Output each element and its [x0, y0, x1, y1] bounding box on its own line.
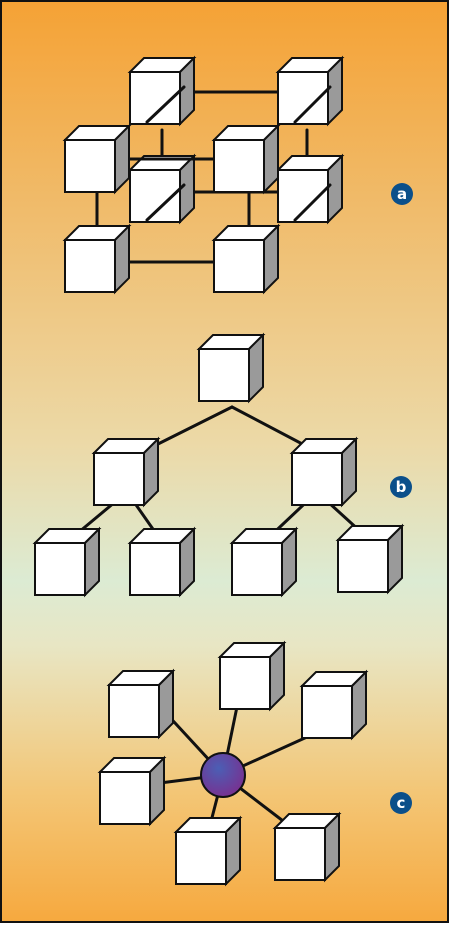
node-cube: [213, 125, 279, 193]
edge: [145, 85, 186, 124]
diagram-a-mesh: [64, 57, 343, 293]
node-cube: [129, 155, 195, 223]
label-a: a: [397, 185, 407, 203]
label-c: c: [397, 794, 406, 812]
label-c-badge: c: [390, 792, 412, 814]
node-cube: [93, 438, 159, 506]
node-cube: [34, 528, 100, 596]
edge: [293, 183, 332, 222]
edge: [293, 85, 332, 124]
label-a-badge: a: [391, 183, 413, 205]
node-cube: [277, 57, 343, 125]
node-cube: [337, 525, 403, 593]
diagram-c-star: [99, 642, 367, 885]
node-cube-root: [198, 334, 264, 402]
node-cube: [277, 155, 343, 223]
node-cube: [301, 671, 367, 739]
central-hub: [200, 752, 246, 798]
node-cube: [231, 528, 297, 596]
label-b-badge: b: [390, 476, 412, 498]
diagram-b-tree: [34, 334, 403, 596]
node-cube: [213, 225, 279, 293]
node-cube: [64, 225, 130, 293]
node-cube: [108, 670, 174, 738]
node-cube: [274, 813, 340, 881]
edge: [145, 183, 186, 222]
node-cube: [129, 528, 195, 596]
node-cube: [129, 57, 195, 125]
node-cube: [175, 817, 241, 885]
node-cube: [99, 757, 165, 825]
node-cube: [219, 642, 285, 710]
node-cube: [64, 125, 130, 193]
label-b: b: [396, 478, 407, 496]
node-cube: [291, 438, 357, 506]
